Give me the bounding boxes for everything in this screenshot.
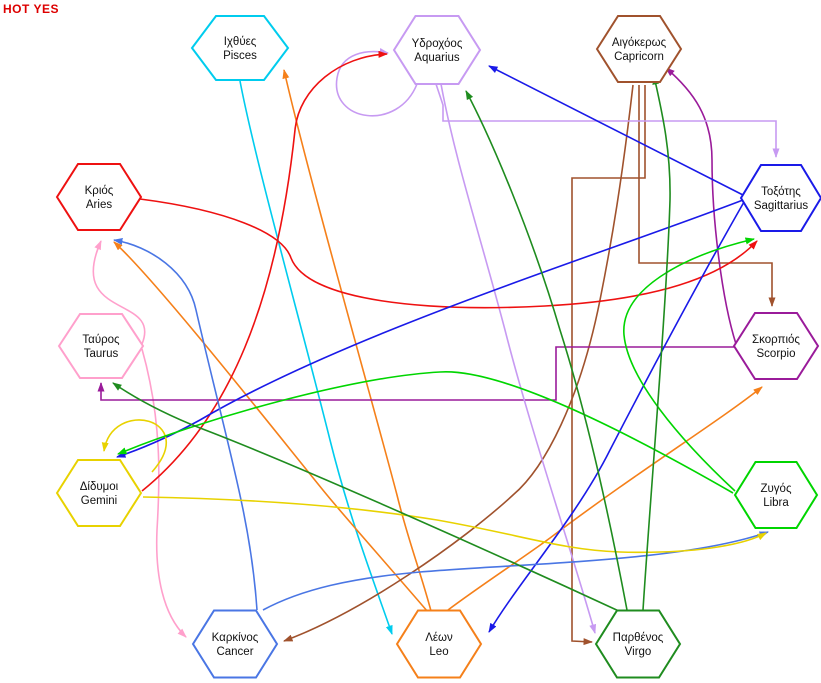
edge-capricorn-virgo (571, 85, 646, 646)
edge-libra-gemini (117, 371, 734, 494)
edge-aquarius-sagittarius (435, 83, 780, 158)
node-leo-hexagon (395, 609, 483, 679)
edge-sagittarius-leo (488, 201, 745, 633)
edge-aquarius-virgo (440, 83, 597, 634)
edge-taurus-cancer (141, 348, 187, 638)
node-aquarius-hexagon (392, 15, 482, 85)
edge-virgo-capricorn (642, 75, 671, 611)
node-scorpio-hexagon (732, 312, 820, 380)
node-sagittarius-hexagon (739, 164, 821, 232)
edge-leo-pisces (282, 69, 432, 612)
node-gemini-hexagon (55, 459, 143, 527)
edge-sagittarius-aquarius (488, 65, 744, 196)
edge-cancer-aries (113, 237, 258, 611)
edge-pisces-leo (239, 80, 393, 635)
node-pisces-hexagon (190, 15, 290, 81)
edge-scorpio-taurus (97, 346, 734, 401)
edge-virgo-taurus (112, 382, 622, 613)
edge-aquarius-aquarius (335, 48, 418, 117)
edge-capricorn-scorpio (638, 85, 776, 307)
node-capricorn-hexagon (595, 15, 683, 83)
edge-taurus-aries (92, 240, 146, 345)
edge-gemini-gemini (101, 419, 168, 473)
node-libra-hexagon (733, 461, 819, 529)
edge-virgo-aquarius (465, 90, 628, 611)
node-taurus-hexagon (57, 313, 145, 379)
graph-title: HOT YES (3, 2, 59, 16)
edge-capricorn-cancer (283, 84, 634, 642)
edge-sagittarius-gemini (116, 199, 744, 458)
edge-cancer-libra (262, 531, 769, 611)
node-aries-hexagon (55, 163, 143, 231)
edge-leo-aries (113, 241, 429, 613)
edge-gemini-libra (142, 496, 767, 554)
edge-leo-scorpio (447, 386, 763, 611)
edge-aries-sagittarius (139, 198, 758, 309)
edge-libra-sagittarius (623, 237, 755, 492)
node-virgo-hexagon (594, 609, 682, 679)
node-cancer-hexagon (191, 609, 279, 679)
edge-scorpio-capricorn (665, 67, 737, 345)
edge-gemini-aquarius (141, 50, 388, 492)
